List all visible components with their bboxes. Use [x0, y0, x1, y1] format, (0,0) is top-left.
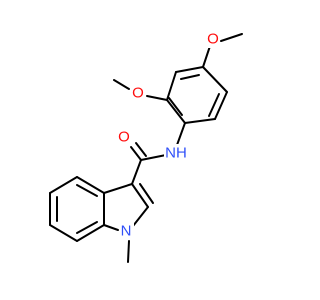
bond-ring-nh [176, 122, 186, 146]
bond-ring-c5-c6 [214, 91, 228, 120]
bond-benz-c6-c7 [49, 224, 78, 242]
bond-ring-c6-c1 [184, 118, 216, 124]
atom-oxygen-carbonyl: O [118, 129, 130, 146]
bond-carbonyl-o-a [130, 146, 142, 161]
bond-methyl-o-top [220, 33, 243, 42]
bond-indole-n-c7a [103, 224, 119, 231]
bond-nh-carbonyl [140, 154, 167, 161]
bond-n-methyl [127, 240, 130, 263]
atom-labels: O O O NH N [117, 30, 220, 240]
bond-indole-c2-n [132, 206, 149, 227]
bond-benz-c7-c7a [76, 224, 105, 242]
bond-o-methoxy-methyl [113, 79, 130, 90]
bond-o-top-ring [202, 45, 211, 68]
bond-benz-c4-c5 [49, 176, 78, 194]
bond-ring-o-methoxy [146, 95, 168, 101]
atom-amide-nh: NH [165, 145, 187, 162]
bond-indole-c3-c2 [131, 183, 149, 208]
bond-ring-c2-c3 [166, 71, 177, 101]
bond-ring-c1-c2-inner [168, 97, 183, 116]
bond-benz-c7-c7a-inner [76, 221, 98, 234]
atom-indole-nitrogen: N [121, 223, 132, 240]
bond-indole-c3-c3a [103, 183, 133, 194]
bonds [49, 33, 243, 263]
bond-benz-c3a-c4-inner [76, 184, 98, 197]
bond-indole-c3-c2-inner [139, 183, 154, 204]
bond-ring-c4-c5 [202, 66, 228, 93]
atom-oxygen-methoxy: O [132, 85, 144, 102]
bond-benz-c3a-c4 [76, 176, 105, 194]
bond-carbonyl-o-b [135, 142, 147, 157]
atom-oxygen-top: O [207, 31, 219, 48]
bond-ring-c1-c2 [166, 99, 186, 124]
molecule-drawing: O O O NH N [49, 30, 243, 263]
bond-ring-c3-c4 [175, 66, 204, 73]
bond-ring-c3-c4-inner [180, 74, 200, 80]
structure-canvas: O O O NH N [49, 30, 243, 263]
bond-carbonyl-indole [131, 159, 142, 185]
bond-ring-c5-c6-inner [208, 93, 220, 117]
